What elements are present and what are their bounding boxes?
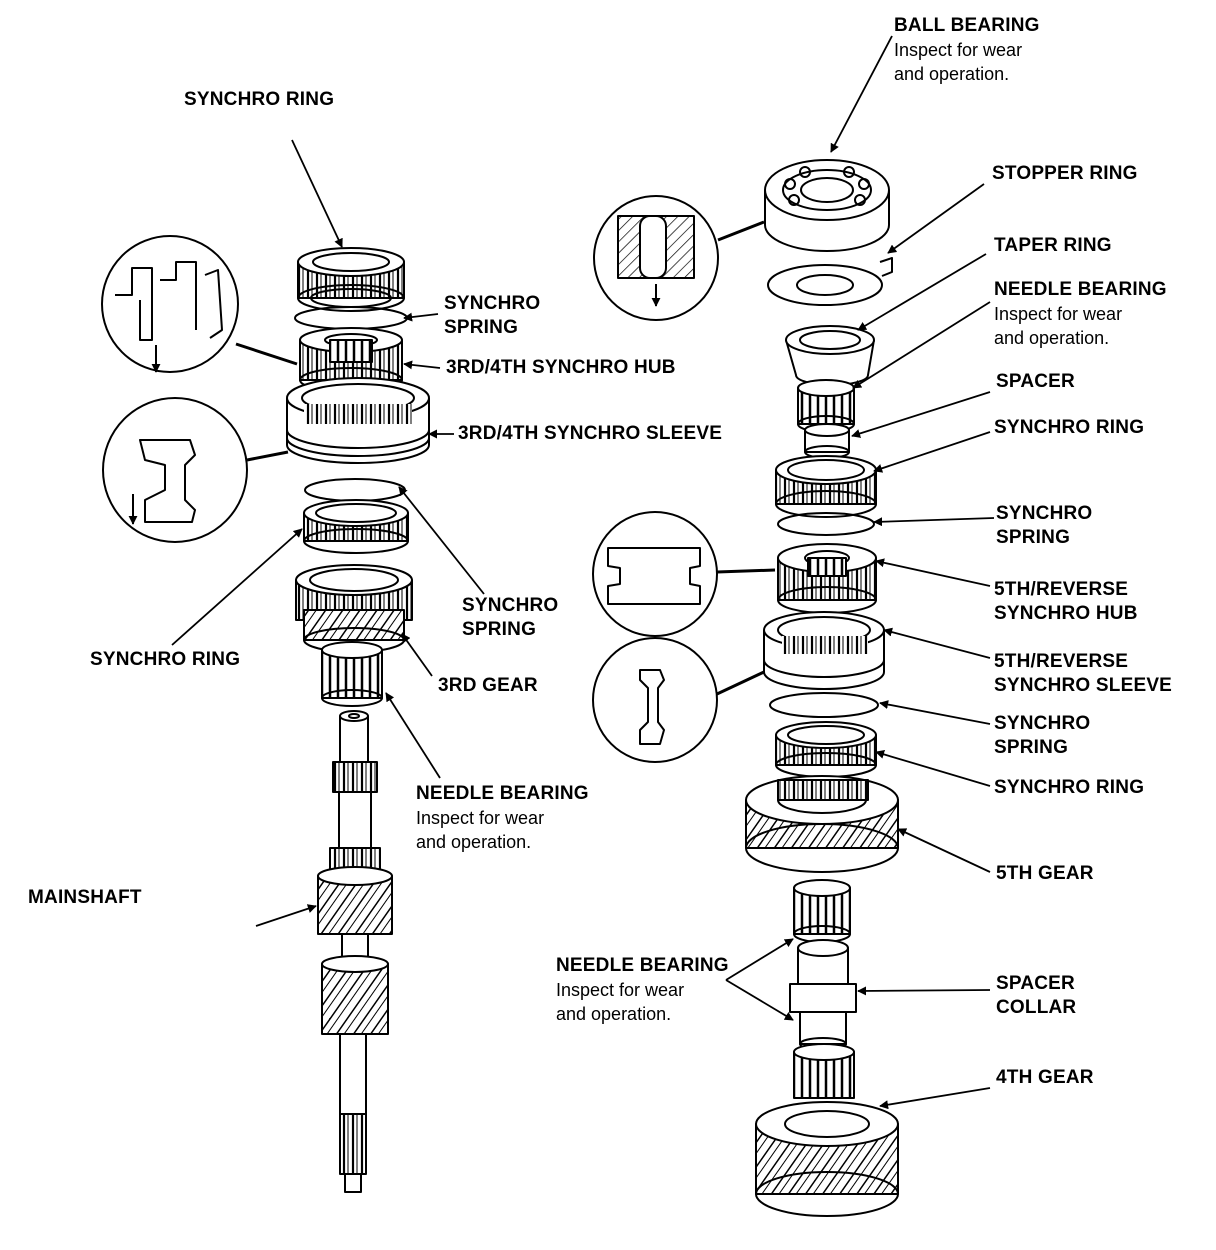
label-taper-ring: TAPER RING bbox=[994, 235, 1112, 256]
detail-circle-sleeve-profile bbox=[102, 397, 289, 543]
right-synchro-ring-bottom-part bbox=[775, 721, 877, 778]
mainshaft-part bbox=[317, 710, 393, 1193]
synchro-sleeve-5-rev-part bbox=[763, 611, 885, 690]
label-right-synchro-ring-top: SYNCHRO RING bbox=[994, 417, 1145, 438]
right-synchro-ring-top-part bbox=[775, 455, 877, 518]
label-synchro-hub-5-rev: 5TH/REVERSE SYNCHRO HUB bbox=[994, 579, 1138, 624]
label-fourth-gear: 4TH GEAR bbox=[996, 1067, 1094, 1088]
label-synchro-hub-3-4: 3RD/4TH SYNCHRO HUB bbox=[446, 357, 676, 378]
synchro-hub-5-rev-part bbox=[777, 543, 877, 614]
label-mainshaft: MAINSHAFT bbox=[28, 887, 142, 908]
label-left-synchro-spring-bottom: SYNCHRO SPRING bbox=[462, 595, 559, 640]
detail-circle-hub-profile-5-rev bbox=[592, 511, 776, 637]
leader-arrows bbox=[171, 35, 995, 1110]
label-synchro-sleeve-3-4: 3RD/4TH SYNCHRO SLEEVE bbox=[458, 423, 723, 444]
detail-circle-hub-cross-section bbox=[101, 235, 298, 373]
left-synchro-ring-bottom-part bbox=[303, 499, 409, 554]
taper-ring-part bbox=[785, 325, 875, 386]
label-fifth-gear: 5TH GEAR bbox=[996, 863, 1094, 884]
label-left-synchro-ring-bottom: SYNCHRO RING bbox=[90, 649, 241, 670]
label-synchro-sleeve-5-rev: 5TH/REVERSE SYNCHRO SLEEVE bbox=[994, 651, 1173, 696]
label-right-needle-bearing-top: NEEDLE BEARING Inspect for wear and oper… bbox=[994, 279, 1167, 348]
label-right-synchro-ring-bottom: SYNCHRO RING bbox=[994, 777, 1145, 798]
label-right-needle-bearing-bottom: NEEDLE BEARING Inspect for wear and oper… bbox=[556, 955, 729, 1024]
synchro-sleeve-3-4-part bbox=[286, 377, 430, 464]
label-left-synchro-spring-top: SYNCHRO SPRING bbox=[444, 293, 541, 338]
stopper-ring-part bbox=[767, 257, 893, 306]
detail-circle-bearing-cross-section bbox=[593, 195, 765, 321]
right-synchro-spring-bottom-part bbox=[769, 692, 879, 718]
right-needle-bearing-bottom-part bbox=[793, 879, 851, 943]
label-third-gear: 3RD GEAR bbox=[438, 675, 538, 696]
label-right-synchro-spring-bottom: SYNCHRO SPRING bbox=[994, 713, 1091, 758]
ball-bearing-part bbox=[764, 159, 890, 252]
label-left-needle-bearing: NEEDLE BEARING Inspect for wear and oper… bbox=[416, 783, 589, 852]
left-synchro-spring-bottom-part bbox=[304, 478, 406, 502]
fourth-gear-part bbox=[755, 1043, 899, 1217]
label-ball-bearing: BALL BEARING Inspect for wear and operat… bbox=[894, 15, 1040, 84]
label-left-synchro-ring-top: SYNCHRO RING bbox=[184, 89, 335, 110]
label-right-synchro-spring-top: SYNCHRO SPRING bbox=[996, 503, 1093, 548]
spacer-collar-part bbox=[789, 939, 857, 1051]
label-spacer: SPACER bbox=[996, 371, 1075, 392]
detail-circle-sleeve-profile-5-rev bbox=[592, 637, 765, 763]
fifth-gear-part bbox=[745, 775, 899, 873]
label-stopper-ring: STOPPER RING bbox=[992, 163, 1138, 184]
left-needle-bearing-part bbox=[321, 641, 383, 707]
label-spacer-collar: SPACER COLLAR bbox=[996, 973, 1077, 1018]
left-synchro-ring-top-part bbox=[297, 247, 405, 312]
spacer-part bbox=[804, 423, 850, 459]
synchro-hub-3-4-part bbox=[299, 327, 403, 393]
third-gear-part bbox=[295, 564, 413, 653]
